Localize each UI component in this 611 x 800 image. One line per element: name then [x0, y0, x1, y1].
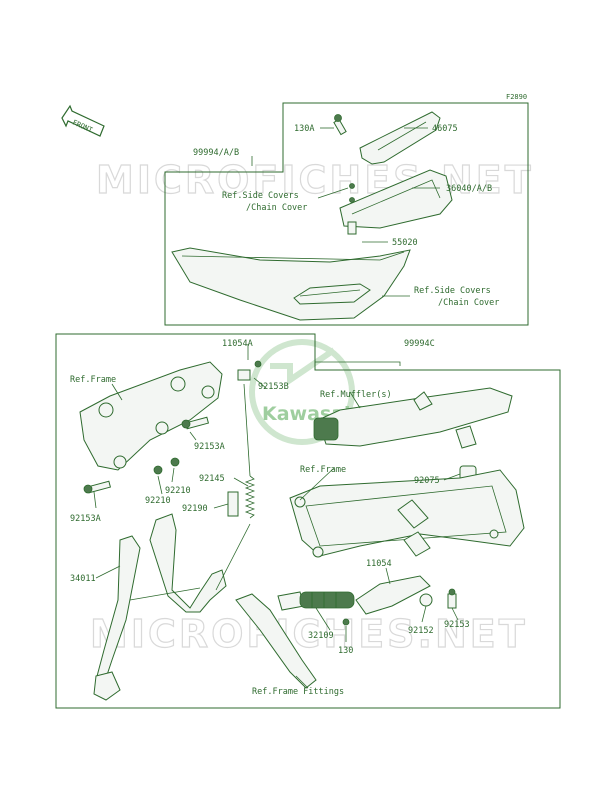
bolt-92153-shape [447, 588, 457, 609]
diagram-code: F2890 [506, 93, 527, 101]
spring-92145-shape [244, 475, 256, 519]
label-ref-side-covers-1b: /Chain Cover [246, 203, 307, 213]
label-130A: 130A [294, 124, 314, 134]
label-11054: 11054 [366, 559, 392, 569]
bolt-92153A-right-shape [181, 416, 210, 430]
label-46075: 46075 [432, 124, 458, 134]
label-ref-side-covers-2b: /Chain Cover [438, 298, 499, 308]
label-92075: 92075 [414, 476, 440, 486]
nut-92210b-shape [170, 457, 180, 467]
label-130: 130 [338, 646, 353, 656]
label-11054A: 11054A [222, 339, 253, 349]
bolt-92153A-left-shape [83, 480, 112, 494]
part-46075-shape [359, 111, 441, 165]
label-92190: 92190 [182, 504, 208, 514]
bracket-11054A-shape [237, 360, 262, 381]
footrest-bar-shape [235, 593, 317, 689]
side-stand-34011-shape [95, 535, 141, 685]
label-92153A-2: 92153A [70, 514, 101, 524]
frame-bracket-shape [79, 361, 223, 471]
kawasaki-logo-watermark: Kawasaki [249, 339, 363, 445]
label-92153B: 92153B [258, 382, 289, 392]
label-92210-1: 92210 [165, 486, 191, 496]
upper-group-frame [164, 102, 529, 326]
bolt-130A-shape [333, 114, 347, 136]
watermark-bottom: MICROFICHES.NET [90, 612, 528, 656]
label-34011: 34011 [70, 574, 96, 584]
label-92145: 92145 [199, 474, 225, 484]
muffler-shape [317, 387, 513, 447]
front-arrow-icon: FRONT [61, 104, 105, 137]
label-92153: 92153 [444, 620, 470, 630]
label-99994C: 99994C [404, 339, 435, 349]
collar-92152-shape [419, 593, 433, 607]
part-99994AB-shape [171, 247, 411, 321]
label-ref-side-covers-2a: Ref.Side Covers [414, 286, 491, 296]
bracket-11054-shape [355, 575, 431, 615]
label-99994AB: 99994/A/B [193, 148, 239, 158]
lower-group-frame [55, 333, 561, 709]
label-32109: 32109 [308, 631, 334, 641]
label-ref-muffler: Ref.Muffler(s) [320, 390, 392, 400]
nut-92210-shape [153, 465, 163, 475]
label-ref-side-covers-1a: Ref.Side Covers [222, 191, 299, 201]
center-stand-shape [149, 513, 227, 613]
label-92152: 92152 [408, 626, 434, 636]
label-36040AB: 36040/A/B [446, 184, 492, 194]
label-ref-frame-2: Ref.Frame [300, 465, 346, 475]
footpeg-32109-shape [299, 591, 355, 609]
label-92153A-1: 92153A [194, 442, 225, 452]
label-55020: 55020 [392, 238, 418, 248]
pin-92190-shape [227, 491, 239, 517]
bolt-130-shape [342, 618, 350, 626]
clip-55020-shape [347, 183, 357, 235]
label-92210-2: 92210 [145, 496, 171, 506]
watermark-top: MICROFICHES.NET [96, 158, 534, 202]
label-ref-frame-1: Ref.Frame [70, 375, 116, 385]
label-ref-frame-fittings: Ref.Frame Fittings [252, 687, 344, 697]
